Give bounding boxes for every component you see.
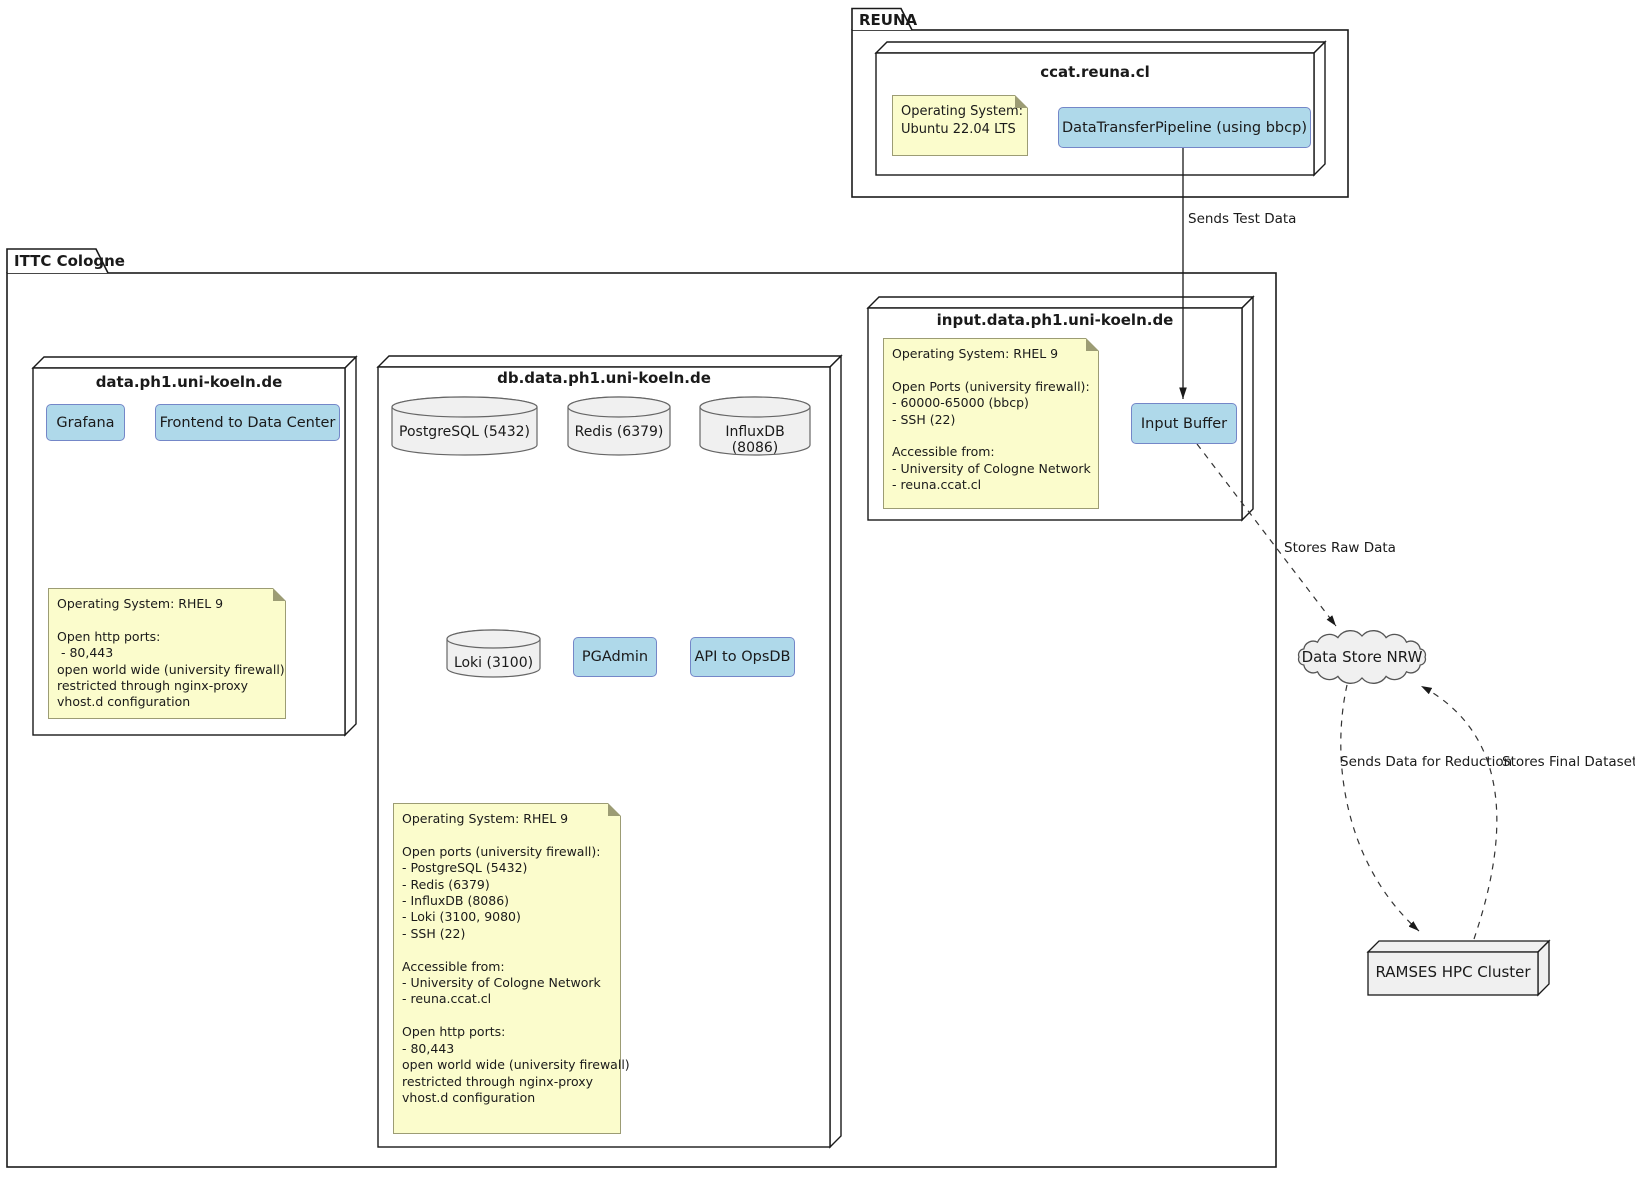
- input-node-title: input.data.ph1.uni-koeln.de: [936, 311, 1174, 329]
- loki-label: Loki (3100): [453, 655, 534, 671]
- data-transfer-pipeline-component: DataTransferPipeline (using bbcp): [1058, 107, 1311, 148]
- data-node-note: Operating System: RHEL 9 Open http ports…: [48, 588, 286, 719]
- reuna-package-label: REUNA: [859, 11, 918, 29]
- loki-cylinder-top: [446, 629, 541, 649]
- data-store-cloud-shape: [1297, 630, 1427, 684]
- stores-final-datasets-label: Stores Final Datasets: [1502, 754, 1635, 770]
- postgres-label: PostgreSQL (5432): [399, 424, 530, 440]
- ccat-node-title: ccat.reuna.cl: [1040, 63, 1150, 81]
- frontend-component: Frontend to Data Center: [155, 404, 340, 441]
- ittc-package-tab: [6, 248, 109, 274]
- ramses-node-top-face: [1366, 940, 1551, 953]
- input-node-top-face: [866, 296, 1255, 309]
- input-node-note: Operating System: RHEL 9 Open Ports (uni…: [883, 338, 1099, 509]
- ccat-os-note: Operating System: Ubuntu 22.04 LTS: [892, 95, 1028, 156]
- input-buffer-component: Input Buffer: [1131, 403, 1237, 444]
- ccat-node-top-face: [874, 41, 1327, 54]
- grafana-component: Grafana: [46, 404, 125, 441]
- data-store-cloud-label: Data Store NRW: [1301, 648, 1423, 666]
- data-node-title: data.ph1.uni-koeln.de: [95, 373, 283, 391]
- sends-test-data-label: Sends Test Data: [1188, 211, 1297, 227]
- ittc-package-label: ITTC Cologne: [14, 252, 125, 270]
- db-node-note: Operating System: RHEL 9 Open ports (uni…: [393, 803, 630, 1134]
- stores-raw-data-label: Stores Raw Data: [1284, 540, 1396, 556]
- reuna-package-tab: [851, 7, 913, 31]
- redis-label: Redis (6379): [574, 424, 664, 440]
- redis-cylinder-top: [567, 396, 671, 418]
- db-node-title: db.data.ph1.uni-koeln.de: [497, 369, 711, 387]
- data-node-top-face: [31, 356, 358, 369]
- influx-label: InfluxDB (8086): [725, 424, 785, 456]
- pgadmin-component: PGAdmin: [573, 637, 657, 677]
- db-node-top-face: [376, 355, 843, 368]
- ramses-node-front: [1367, 951, 1539, 996]
- edge-sends-data-for-reduction: [1340, 684, 1420, 932]
- influx-cylinder-top: [699, 396, 811, 418]
- ccat-node-side-face: [1313, 40, 1326, 177]
- data-node-side-face: [344, 355, 357, 737]
- input-node-side-face: [1241, 295, 1254, 522]
- ramses-node-label: RAMSES HPC Cluster: [1375, 963, 1531, 981]
- edge-stores-final-datasets: [1420, 685, 1498, 940]
- postgres-cylinder-top: [391, 396, 538, 418]
- api-to-opsdb-component: API to OpsDB: [690, 637, 795, 677]
- sends-data-for-reduction-label: Sends Data for Reduction: [1340, 754, 1513, 770]
- edge-stores-raw-data: [1196, 443, 1337, 627]
- db-node-side-face: [829, 354, 842, 1149]
